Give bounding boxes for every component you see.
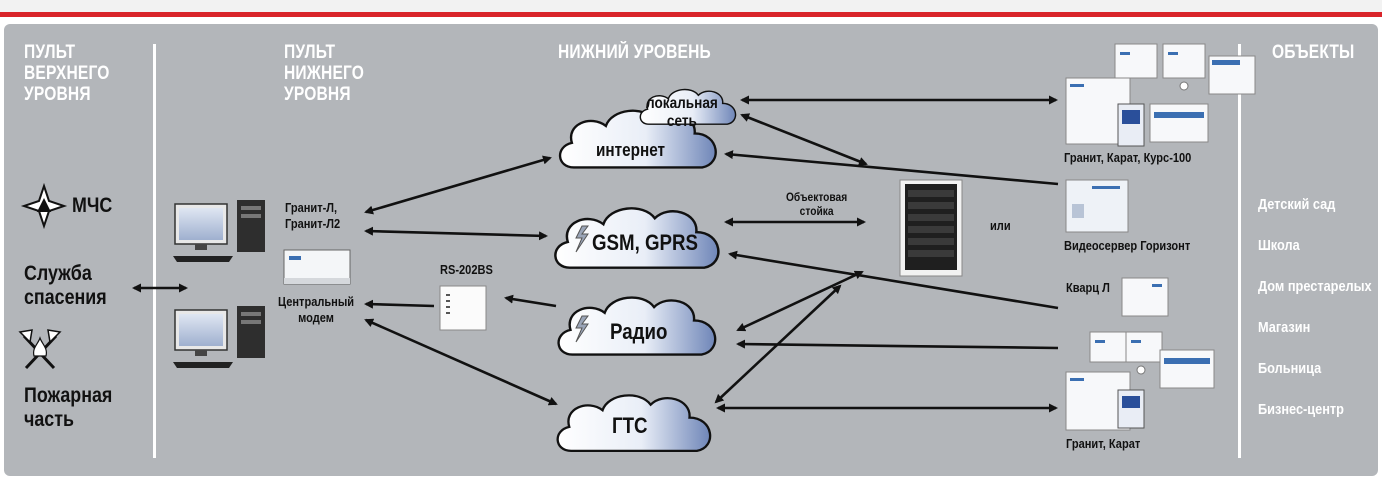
arrow-video-internet <box>724 150 1059 186</box>
object-rack-device <box>899 179 963 277</box>
object-item: Дом престарелых <box>1258 278 1372 295</box>
arrow-granit-internet <box>364 155 552 215</box>
arrow-kvarts-gsm <box>728 250 1059 310</box>
arrow-granit-radio <box>736 339 1059 350</box>
arrow-rs202-radio <box>504 294 557 308</box>
divider-right <box>1238 44 1241 458</box>
rs202bs-device <box>439 285 487 331</box>
video-server-device <box>1065 179 1129 233</box>
label-pstn: ГТС <box>612 413 648 438</box>
workstation-icon <box>173 306 265 368</box>
label-granit-karat-kurs: Гранит, Карат, Курс-100 <box>1064 150 1192 165</box>
label-video-server: Видеосервер Горизонт <box>1064 238 1191 253</box>
object-item: Детский сад <box>1258 196 1336 213</box>
divider-left <box>153 44 156 458</box>
granit-karat-devices <box>1065 331 1215 431</box>
label-or: или <box>990 218 1011 233</box>
arrow-pstn-rack <box>714 284 842 404</box>
kvarts-device <box>1121 277 1169 317</box>
header-objects: ОБЪЕКТЫ <box>1272 42 1355 63</box>
label-rs202bs: RS-202BS <box>440 262 493 277</box>
label-central-modem: Центральный модем <box>278 294 355 325</box>
label-kvarts: Кварц Л <box>1066 280 1110 295</box>
workstation-icon <box>173 200 265 262</box>
label-rescue-service: Служба спасения <box>24 262 107 309</box>
object-item: Больница <box>1258 360 1322 377</box>
arrow-modem-rs202 <box>364 299 435 309</box>
object-item: Магазин <box>1258 319 1311 336</box>
lightning-icon <box>575 315 589 343</box>
arrow-lan-rack <box>740 113 868 166</box>
header-lower-level: НИЖНИЙ УРОВЕНЬ <box>558 42 711 63</box>
lightning-icon <box>575 225 589 253</box>
label-lan: локальная сеть <box>646 95 718 130</box>
granit-karat-kurs-devices <box>1065 43 1256 147</box>
arrow-modem-pstn <box>364 318 558 406</box>
label-mchs: МЧС <box>72 194 113 217</box>
label-gsm-gprs: GSM, GPRS <box>592 230 698 255</box>
label-internet: интернет <box>596 140 666 160</box>
label-object-rack: Объектовая стойка <box>786 190 848 218</box>
header-lower-console: ПУЛЬТ НИЖНЕГО УРОВНЯ <box>284 42 365 105</box>
object-item: Школа <box>1258 237 1300 254</box>
label-granit-l: Гранит-Л, Гранит-Л2 <box>285 200 341 231</box>
label-radio: Радио <box>610 319 668 344</box>
header-upper-console: ПУЛЬТ ВЕРХНЕГО УРОВНЯ <box>24 42 110 105</box>
object-item: Бизнес-центр <box>1258 401 1344 418</box>
mchs-emblem-icon <box>20 182 68 230</box>
label-fire-department: Пожарная часть <box>24 384 113 431</box>
arrow-radio-rack <box>736 270 864 332</box>
arrow-granit-gsm <box>364 226 548 241</box>
red-accent-line <box>0 12 1382 17</box>
label-granit-karat: Гранит, Карат <box>1066 436 1141 451</box>
central-modem-device <box>283 249 351 285</box>
fire-axes-icon <box>18 329 62 370</box>
